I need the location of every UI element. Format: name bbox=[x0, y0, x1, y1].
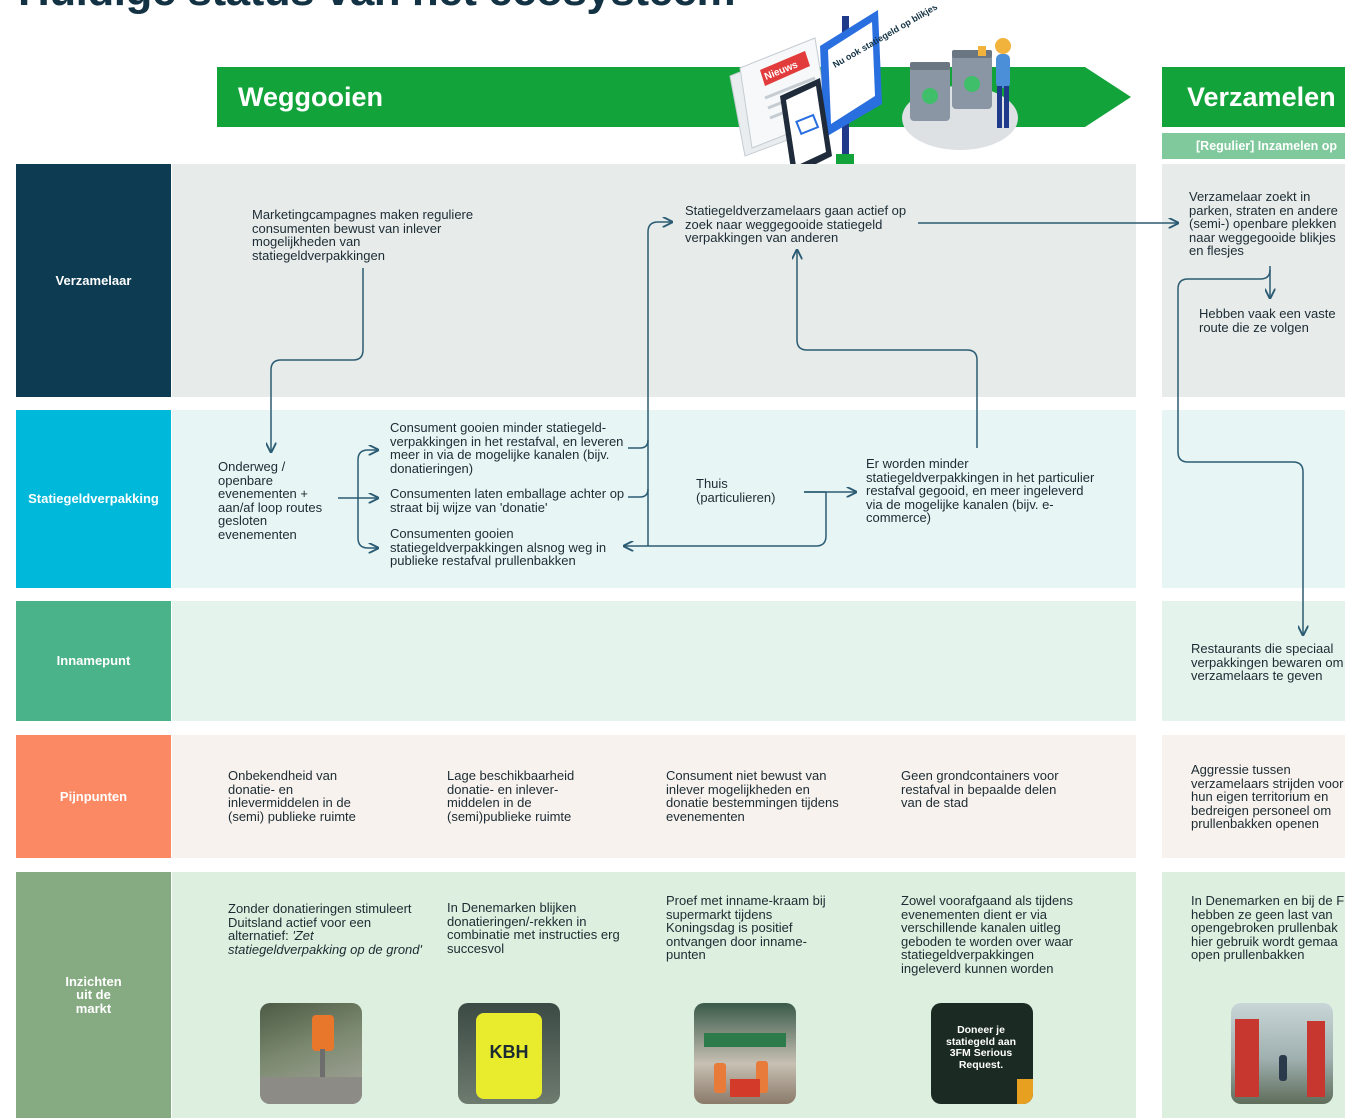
insight-3: Proef met inname-kraam bij supermarkt ti… bbox=[666, 893, 826, 963]
phone-icon bbox=[780, 78, 832, 176]
note-emballage: Consumenten laten emballage achter op st… bbox=[390, 486, 625, 515]
lane-bg-verzamelaar bbox=[172, 164, 1136, 397]
connector-brace-bottom bbox=[357, 498, 378, 548]
connector-to-restaurants bbox=[1177, 269, 1303, 635]
photo-serious-request: Doneer je statiegeld aan 3FM Serious Req… bbox=[931, 1003, 1033, 1104]
connector-brace-top bbox=[357, 450, 378, 498]
note-particulier: Er worden minder statiegeldverpakkingen … bbox=[866, 456, 1095, 526]
note-marketing: Marketingcampagnes maken reguliere consu… bbox=[252, 207, 474, 263]
insight-1-italic: 'Zet statiegeldverpakking op de grond' bbox=[228, 928, 423, 957]
note-verzamelaar-zoekt: Verzamelaar zoekt in parken, straten en … bbox=[1189, 189, 1338, 259]
phase-sub-label: [Regulier] Inzamelen op bbox=[1162, 133, 1345, 159]
lane-label-innamepunt: Innamepunt bbox=[16, 601, 171, 721]
lane-bg-pijnpunten bbox=[172, 735, 1136, 858]
lane-bg-innamepunt bbox=[172, 601, 1136, 721]
insight-1: Zonder donatieringen stimuleert Duitslan… bbox=[228, 902, 423, 956]
phase-label-weggooien: Weggooien bbox=[238, 82, 383, 112]
photo-donation-bin-germany bbox=[260, 1003, 362, 1104]
recycle-bins-icon bbox=[902, 50, 1018, 150]
pain-point-1: Onbekendheid van donatie- en inlevermidd… bbox=[228, 768, 356, 824]
photo-donation-ring-denmark: KBH bbox=[458, 1003, 560, 1104]
person-icon bbox=[978, 38, 1011, 128]
lane-label-statiegeldverpakking: Statiegeldverpakking bbox=[16, 410, 171, 588]
lane-bg-r-pijnpunten bbox=[1162, 735, 1345, 858]
lane-label-inzichten: Inzichten uit de markt bbox=[16, 872, 171, 1118]
connector-marketing-onderweg bbox=[271, 268, 364, 452]
lane-bg-r-statiegeldverpakking bbox=[1162, 410, 1345, 588]
note-alsnog-weg: Consumenten gooien statiegeldverpakkinge… bbox=[390, 526, 607, 569]
note-onderweg: Onderweg / openbare evenementen + aan/af… bbox=[218, 459, 323, 542]
note-verzamelaars-actief: Statiegeldverzamelaars gaan actief op zo… bbox=[685, 203, 907, 246]
pain-point-4: Geen grondcontainers voor restafval in b… bbox=[901, 768, 1059, 811]
pain-point-5: Aggressie tussen verzamelaars strijden v… bbox=[1191, 763, 1344, 832]
page-title: Huidige status van het ecosysteem bbox=[18, 0, 736, 16]
lane-label-verzamelaar: Verzamelaar bbox=[16, 164, 171, 397]
note-restaurants: Restaurants die speciaal verpakkingen be… bbox=[1191, 642, 1344, 683]
connector-emballage-up bbox=[628, 488, 649, 498]
lane-bg-r-verzamelaar bbox=[1162, 164, 1345, 397]
note-minder-restafval: Consument gooien minder statiegeld-verpa… bbox=[390, 420, 624, 476]
phase-verzamelen: Verzamelen bbox=[1162, 67, 1345, 127]
connector-particulier-verzamelaars bbox=[797, 250, 978, 448]
phase-weggooien: Weggooien bbox=[217, 67, 1131, 127]
pain-point-2: Lage beschikbaarheid donatie- en inlever… bbox=[447, 768, 575, 824]
photo-train-platform bbox=[1231, 1003, 1333, 1104]
insight-4: Zowel voorafgaand als tijdens evenemente… bbox=[901, 893, 1074, 976]
note-vaste-route: Hebben vaak een vaste route die ze volge… bbox=[1199, 306, 1336, 335]
note-thuis: Thuis (particulieren) bbox=[696, 476, 776, 505]
pain-point-3: Consument niet bewust van inlever mogeli… bbox=[666, 768, 839, 824]
photo-kbh-text: KBH bbox=[489, 1042, 529, 1062]
connector-minder-up bbox=[628, 439, 649, 449]
lane-label-pijnpunten: Pijnpunten bbox=[16, 735, 171, 858]
insight-2: In Denemarken blijken donatieringen/-rek… bbox=[447, 900, 620, 956]
insight-1-text: Zonder donatieringen stimuleert Duitslan… bbox=[228, 901, 412, 944]
lane-bg-r-innamepunt bbox=[1162, 601, 1345, 721]
connector-to-verzamelaars bbox=[647, 222, 672, 546]
connector-thuis-alsnog bbox=[624, 492, 827, 546]
illustration-weggooien: Nieuws Nu ook statiegeld op blikjes bbox=[729, 6, 1018, 176]
insight-5: In Denemarken en bij de F hebben ze geen… bbox=[1191, 894, 1345, 963]
phase-label-verzamelen: Verzamelen bbox=[1187, 82, 1336, 112]
photo-serious-request-text: Doneer je statiegeld aan 3FM Serious Req… bbox=[945, 1024, 1017, 1071]
photo-inname-kraam bbox=[694, 1003, 796, 1104]
lane-bg-statiegeldverpakking bbox=[172, 410, 1136, 588]
